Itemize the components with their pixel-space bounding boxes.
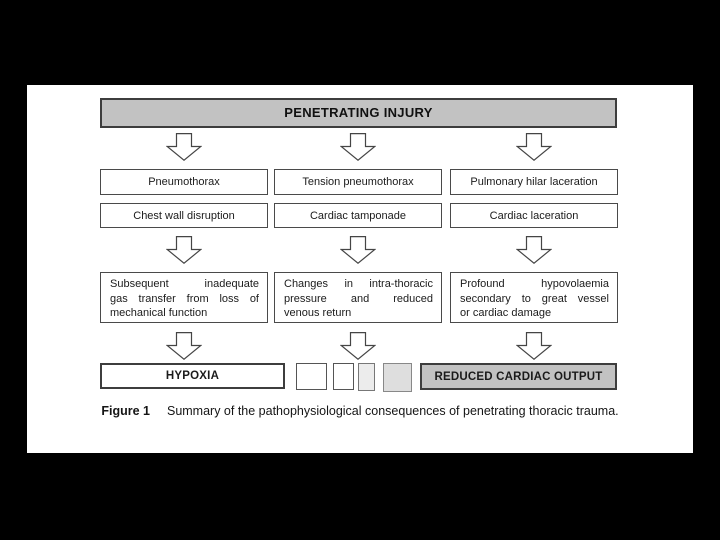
injury-box-pneumothorax: Pneumothorax [100, 169, 268, 195]
consequence-line: venous return [284, 307, 352, 319]
down-arrow-icon [340, 332, 376, 360]
down-arrow-icon [166, 236, 202, 264]
transition-box-2 [333, 363, 354, 390]
consequence-line: Changes in intra-thoracic [284, 278, 433, 290]
transition-box-4 [383, 363, 412, 392]
consequence-line: or cardiac damage [460, 307, 552, 319]
consequence-line: Subsequent inadequate [110, 278, 259, 290]
outcome-box-reduced-cardiac-output: REDUCED CARDIAC OUTPUT [420, 363, 617, 390]
penetrating-injury-header: PENETRATING INJURY [100, 98, 617, 128]
consequence-box-hypovolaemia: Profound hypovolaemia secondary to great… [450, 272, 618, 323]
transition-box-1 [296, 363, 327, 390]
transition-box-3 [358, 363, 375, 391]
down-arrow-icon [516, 236, 552, 264]
down-arrow-icon [166, 133, 202, 161]
down-arrow-icon [516, 332, 552, 360]
injury-box-chest-wall-disruption: Chest wall disruption [100, 203, 268, 228]
consequence-line: secondary to great vessel [460, 292, 609, 305]
consequence-line: gas transfer from loss of [110, 292, 259, 305]
injury-box-pulmonary-hilar-laceration: Pulmonary hilar laceration [450, 169, 618, 195]
figure-caption-label: Figure 1 [101, 404, 150, 418]
down-arrow-icon [516, 133, 552, 161]
consequence-box-gas-transfer: Subsequent inadequate gas transfer from … [100, 272, 268, 323]
injury-box-cardiac-laceration: Cardiac laceration [450, 203, 618, 228]
down-arrow-icon [340, 133, 376, 161]
injury-box-cardiac-tamponade: Cardiac tamponade [274, 203, 442, 228]
injury-box-tension-pneumothorax: Tension pneumothorax [274, 169, 442, 195]
consequence-box-venous-return: Changes in intra-thoracic pressure and r… [274, 272, 442, 323]
outcome-box-hypoxia: HYPOXIA [100, 363, 285, 389]
figure-slide: PENETRATING INJURY Pneumothorax Tension … [27, 85, 693, 453]
consequence-line: Profound hypovolaemia [460, 278, 609, 290]
figure-caption-text: Summary of the pathophysiological conseq… [166, 404, 619, 418]
consequence-line: pressure and reduced [284, 292, 433, 305]
down-arrow-icon [340, 236, 376, 264]
down-arrow-icon [166, 332, 202, 360]
consequence-line: mechanical function [110, 307, 208, 319]
figure-caption: Figure 1 Summary of the pathophysiologic… [27, 404, 693, 418]
